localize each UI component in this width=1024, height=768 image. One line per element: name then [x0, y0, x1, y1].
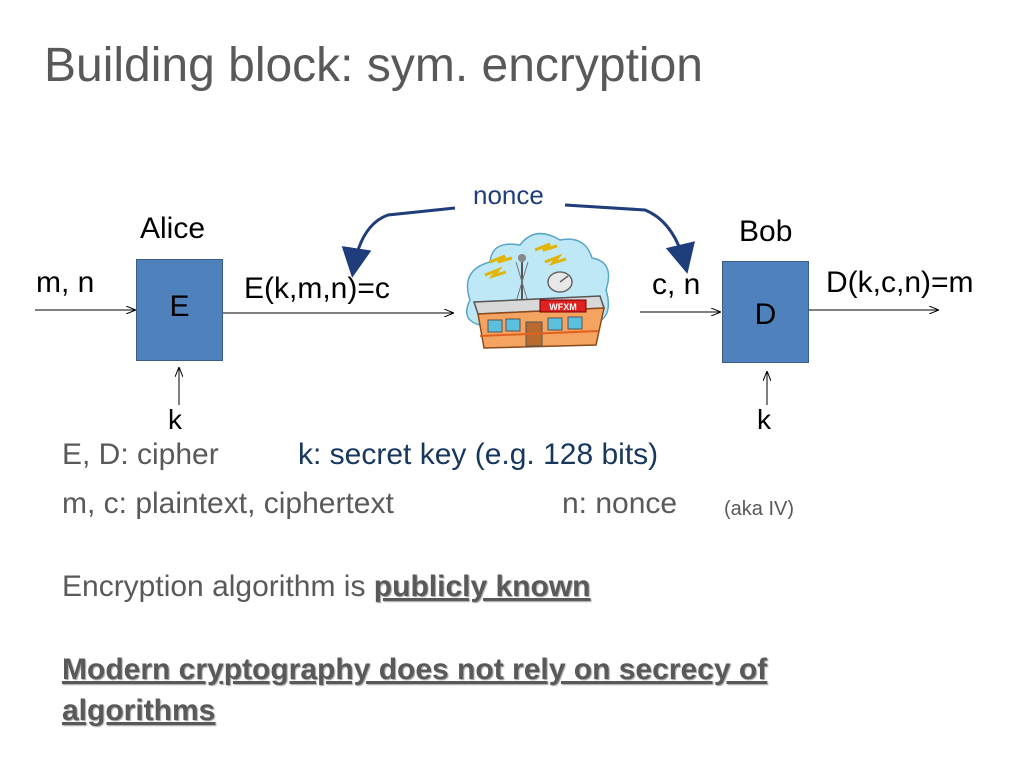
encrypt-box-label: E	[169, 290, 190, 323]
nonce-arrow-left	[341, 206, 456, 278]
bob-key-label: k	[757, 404, 771, 435]
nonce-definition: n: nonce	[562, 487, 678, 520]
plaintext-definition: m, c: plaintext, ciphertext	[62, 487, 394, 520]
slide-title: Building block: sym. encryption	[44, 39, 703, 92]
modern-crypto-statement-line2: algorithms	[62, 694, 216, 727]
station-sign-text: WFXM	[549, 302, 577, 312]
aka-iv-note: (aka IV)	[724, 498, 795, 520]
alice-key-label: k	[168, 404, 182, 435]
bob-input-label: c, n	[652, 268, 701, 301]
nonce-label: nonce	[473, 180, 544, 210]
decrypt-box-label: D	[754, 298, 777, 331]
encrypt-box: E	[136, 259, 223, 361]
public-algorithm-prefix: Encryption algorithm is	[62, 570, 374, 603]
nonce-arrow-right	[564, 203, 695, 274]
modern-crypto-statement-line1: Modern cryptography does not rely on sec…	[62, 653, 768, 686]
key-definition: k: secret key (e.g. 128 bits)	[298, 438, 659, 471]
publicly-known-emphasis: publicly known	[373, 570, 591, 603]
decrypt-box: D	[722, 261, 809, 363]
message-flow-arrows	[35, 310, 938, 405]
public-algorithm-statement: Encryption algorithm is publicly known	[62, 570, 590, 604]
ciphertext-label: E(k,m,n)=c	[244, 272, 390, 305]
alice-input-label: m, n	[36, 266, 95, 299]
bob-label: Bob	[739, 215, 793, 248]
cipher-definition: E, D: cipher	[62, 438, 219, 471]
radio-station-icon	[465, 232, 610, 349]
alice-label: Alice	[140, 212, 206, 245]
nonce-arrows	[341, 203, 695, 278]
decrypt-output-label: D(k,c,n)=m	[826, 266, 974, 299]
